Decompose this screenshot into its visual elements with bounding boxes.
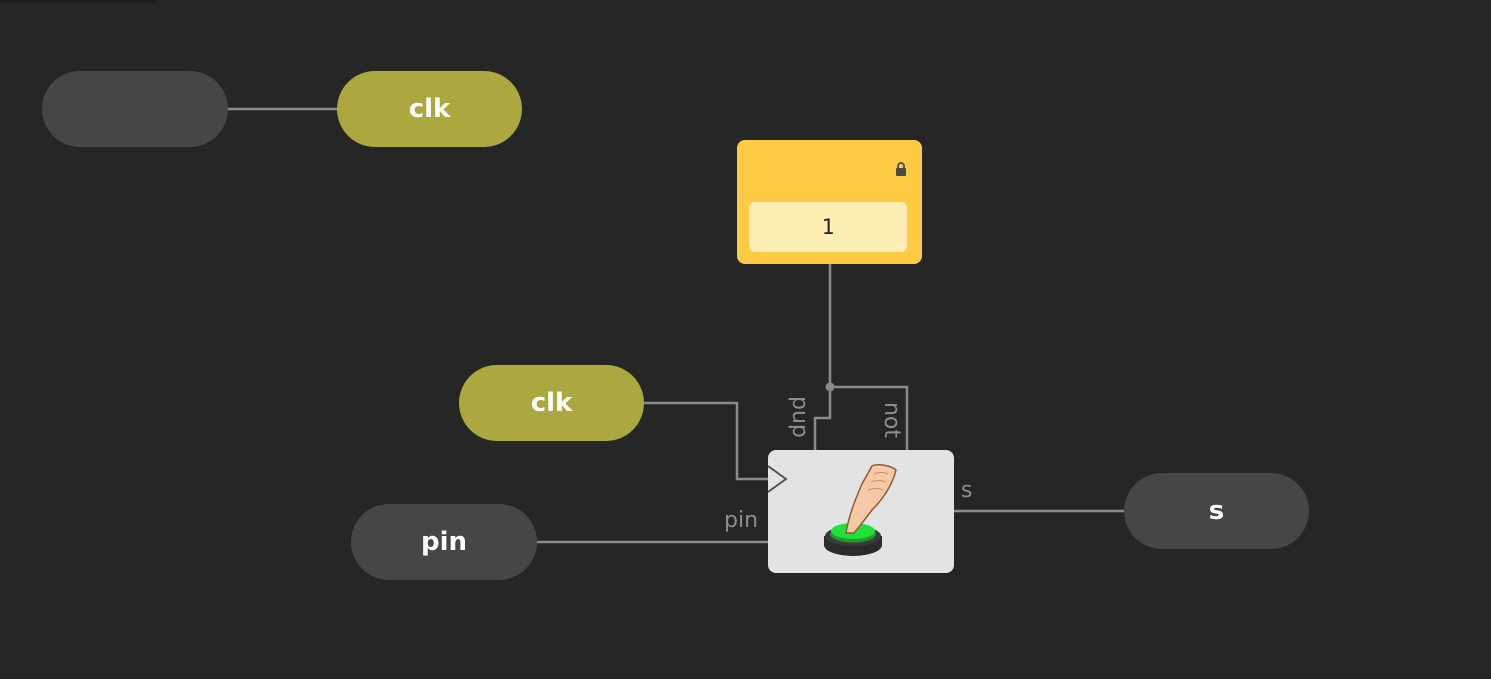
node-clk-top[interactable]: clk bbox=[337, 71, 522, 147]
constant-block[interactable]: 1 bbox=[737, 140, 922, 264]
wire-clk-to-block bbox=[643, 401, 768, 481]
wire-to-pup bbox=[813, 387, 832, 450]
constant-value[interactable]: 1 bbox=[749, 202, 907, 252]
top-shadow bbox=[0, 0, 155, 4]
clock-input-marker bbox=[767, 465, 788, 493]
port-label-not: not bbox=[879, 401, 904, 439]
port-label-pup: pup bbox=[787, 396, 812, 438]
port-label-s: s bbox=[961, 478, 973, 503]
node-s[interactable]: s bbox=[1124, 473, 1309, 549]
node-pin[interactable]: pin bbox=[351, 504, 537, 580]
lock-icon bbox=[896, 162, 906, 176]
push-button-block[interactable] bbox=[767, 450, 954, 573]
node-blank[interactable] bbox=[42, 71, 228, 147]
wire-junction bbox=[825, 382, 835, 392]
wire-to-not bbox=[830, 385, 909, 450]
port-label-pin: pin bbox=[724, 508, 759, 533]
node-clk[interactable]: clk bbox=[459, 365, 644, 441]
push-button-icon bbox=[767, 464, 897, 556]
